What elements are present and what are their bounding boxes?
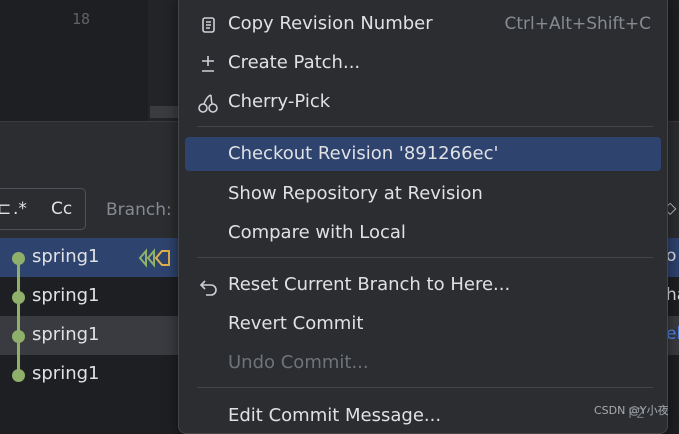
menu-item-label: Compare with Local — [228, 222, 406, 243]
menu-item-checkout-revision[interactable]: Checkout Revision '891266ec' — [185, 137, 661, 171]
line-gutter — [44, 0, 148, 121]
menu-item-label: Checkout Revision '891266ec' — [228, 143, 499, 164]
menu-item-label: Copy Revision Number — [228, 13, 433, 34]
commit-message: spring1 — [32, 324, 100, 345]
commit-message: spring1 — [32, 285, 100, 306]
commit-node — [12, 330, 25, 343]
commit-graph-line — [17, 258, 20, 375]
line-number: 18 — [72, 10, 91, 28]
menu-item-label: Show Repository at Revision — [228, 183, 483, 204]
commit-author-cell: o — [666, 246, 677, 266]
branch-filter-label[interactable]: Branch: — [106, 200, 172, 220]
cherry-icon — [198, 94, 218, 113]
commit-message: spring1 — [32, 363, 100, 384]
menu-item-shortcut: Ctrl+Alt+Shift+C — [504, 14, 651, 34]
menu-separator — [197, 387, 653, 388]
menu-separator — [197, 126, 653, 127]
menu-item-label: Revert Commit — [228, 313, 364, 334]
commit-node — [12, 291, 25, 304]
branch-tag-icon — [138, 248, 170, 268]
watermark: CSDN @Y小夜 — [594, 404, 669, 417]
edit-commit-shortcut: F2 — [628, 406, 645, 422]
menu-item-compare-local[interactable]: Compare with Local — [185, 216, 661, 250]
search-prefix-glyph: ⊏ — [0, 199, 12, 219]
commit-node — [12, 369, 25, 382]
undo-arrow-icon — [199, 280, 217, 296]
menu-item-edit-commit-message[interactable]: Edit Commit Message... — [185, 399, 661, 433]
context-menu: Copy Revision Number Ctrl+Alt+Shift+C Cr… — [178, 0, 668, 434]
commit-author-cell: ha — [666, 285, 679, 305]
menu-item-label: Cherry-Pick — [228, 91, 331, 112]
menu-item-label: Edit Commit Message... — [228, 405, 442, 426]
table-row[interactable]: spring1 — [0, 355, 679, 394]
commit-node — [12, 252, 25, 265]
table-row[interactable]: spring1 ha — [0, 277, 679, 316]
menu-item-label: Undo Commit... — [228, 352, 369, 373]
menu-item-copy-revision[interactable]: Copy Revision Number Ctrl+Alt+Shift+C — [185, 7, 661, 41]
regex-toggle[interactable]: .* — [13, 199, 27, 219]
menu-item-label: Create Patch... — [228, 52, 361, 73]
menu-item-undo-commit: Undo Commit... — [185, 346, 661, 380]
menu-item-revert-commit[interactable]: Revert Commit — [185, 307, 661, 341]
menu-item-create-patch[interactable]: Create Patch... — [185, 46, 661, 80]
match-case-toggle[interactable]: Cc — [51, 199, 73, 219]
editor-fold-gutter — [148, 0, 178, 121]
plus-minus-icon — [202, 56, 214, 72]
commit-author-cell: el — [666, 324, 679, 344]
menu-item-show-repository[interactable]: Show Repository at Revision — [185, 177, 661, 211]
commit-message: spring1 — [32, 246, 100, 267]
menu-separator — [197, 257, 653, 258]
copy-icon — [202, 17, 215, 33]
menu-item-reset-branch[interactable]: Reset Current Branch to Here... — [185, 268, 661, 302]
log-search-field[interactable]: ⊏ .* Cc — [0, 188, 86, 230]
menu-item-cherry-pick[interactable]: Cherry-Pick — [185, 85, 661, 119]
editor-scrollbar[interactable] — [150, 106, 178, 118]
menu-item-label: Reset Current Branch to Here... — [228, 274, 511, 295]
